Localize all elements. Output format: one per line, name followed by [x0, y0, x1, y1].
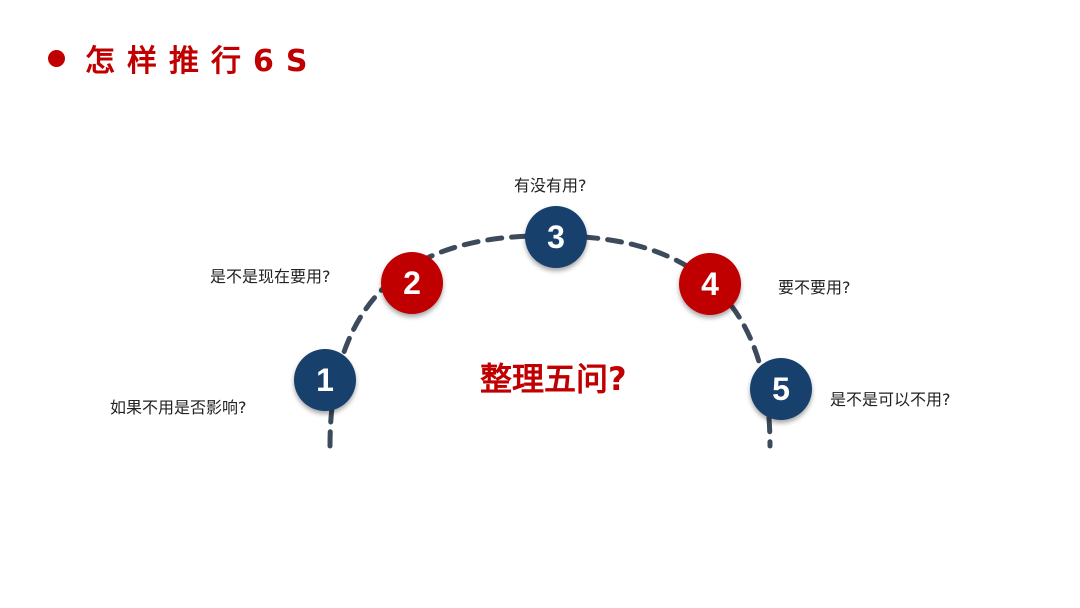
step-3-question: 有没有用?: [514, 176, 587, 195]
step-5-question: 是不是可以不用?: [830, 390, 951, 409]
page-title: 怎样推行6S: [85, 44, 320, 79]
step-4-circle: 4: [679, 253, 741, 315]
step-5-circle: 5: [750, 358, 812, 420]
step-1-question: 如果不用是否影响?: [110, 398, 247, 417]
step-1-circle: 1: [294, 349, 356, 411]
bullet-dot-icon: [48, 49, 65, 67]
step-4-question: 要不要用?: [778, 278, 851, 297]
page-header: 怎样推行6S: [48, 38, 320, 79]
center-title: 整理五问?: [480, 360, 627, 398]
step-2-question: 是不是现在要用?: [210, 267, 331, 286]
step-2-circle: 2: [381, 252, 443, 314]
step-3-circle: 3: [525, 206, 587, 268]
